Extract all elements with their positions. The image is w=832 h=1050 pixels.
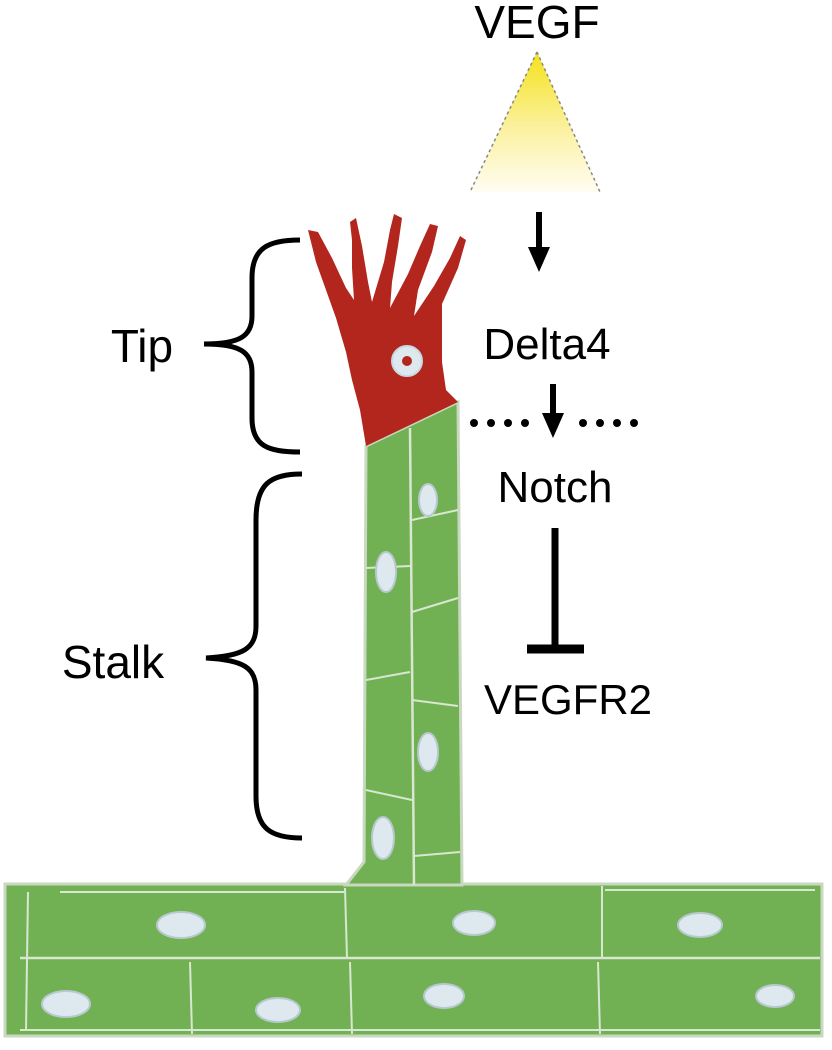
nucleus: [375, 551, 397, 593]
inhibition-notch-to-vegfr2: [527, 528, 584, 654]
nucleus: [755, 984, 795, 1008]
tip-label: Tip: [111, 320, 173, 372]
dotted-junction-line: [470, 419, 638, 427]
nucleus: [423, 983, 465, 1009]
tip-cell: [308, 214, 466, 446]
delta4-label: Delta4: [483, 320, 610, 369]
tip-brace: [203, 237, 301, 455]
main-vessel: [3, 882, 824, 1038]
vegfr2-label: VEGFR2: [484, 676, 652, 723]
nucleus: [452, 910, 496, 936]
arrow-vegf-to-delta4: [528, 212, 550, 272]
stalk-label: Stalk: [62, 636, 165, 688]
notch-label: Notch: [498, 463, 613, 512]
nucleus: [255, 997, 301, 1023]
nucleus: [41, 990, 91, 1018]
nucleus: [677, 912, 723, 938]
nucleus: [417, 732, 439, 772]
nuclei: [41, 483, 795, 1023]
nucleus: [371, 816, 395, 860]
nucleus: [418, 483, 438, 517]
vegf-label: VEGF: [474, 0, 599, 48]
stalk-brace: [205, 471, 303, 841]
nucleus: [156, 911, 206, 939]
vegf-gradient: [469, 51, 601, 193]
arrow-delta4-to-notch: [542, 384, 564, 438]
stalk-cells: [342, 399, 464, 887]
